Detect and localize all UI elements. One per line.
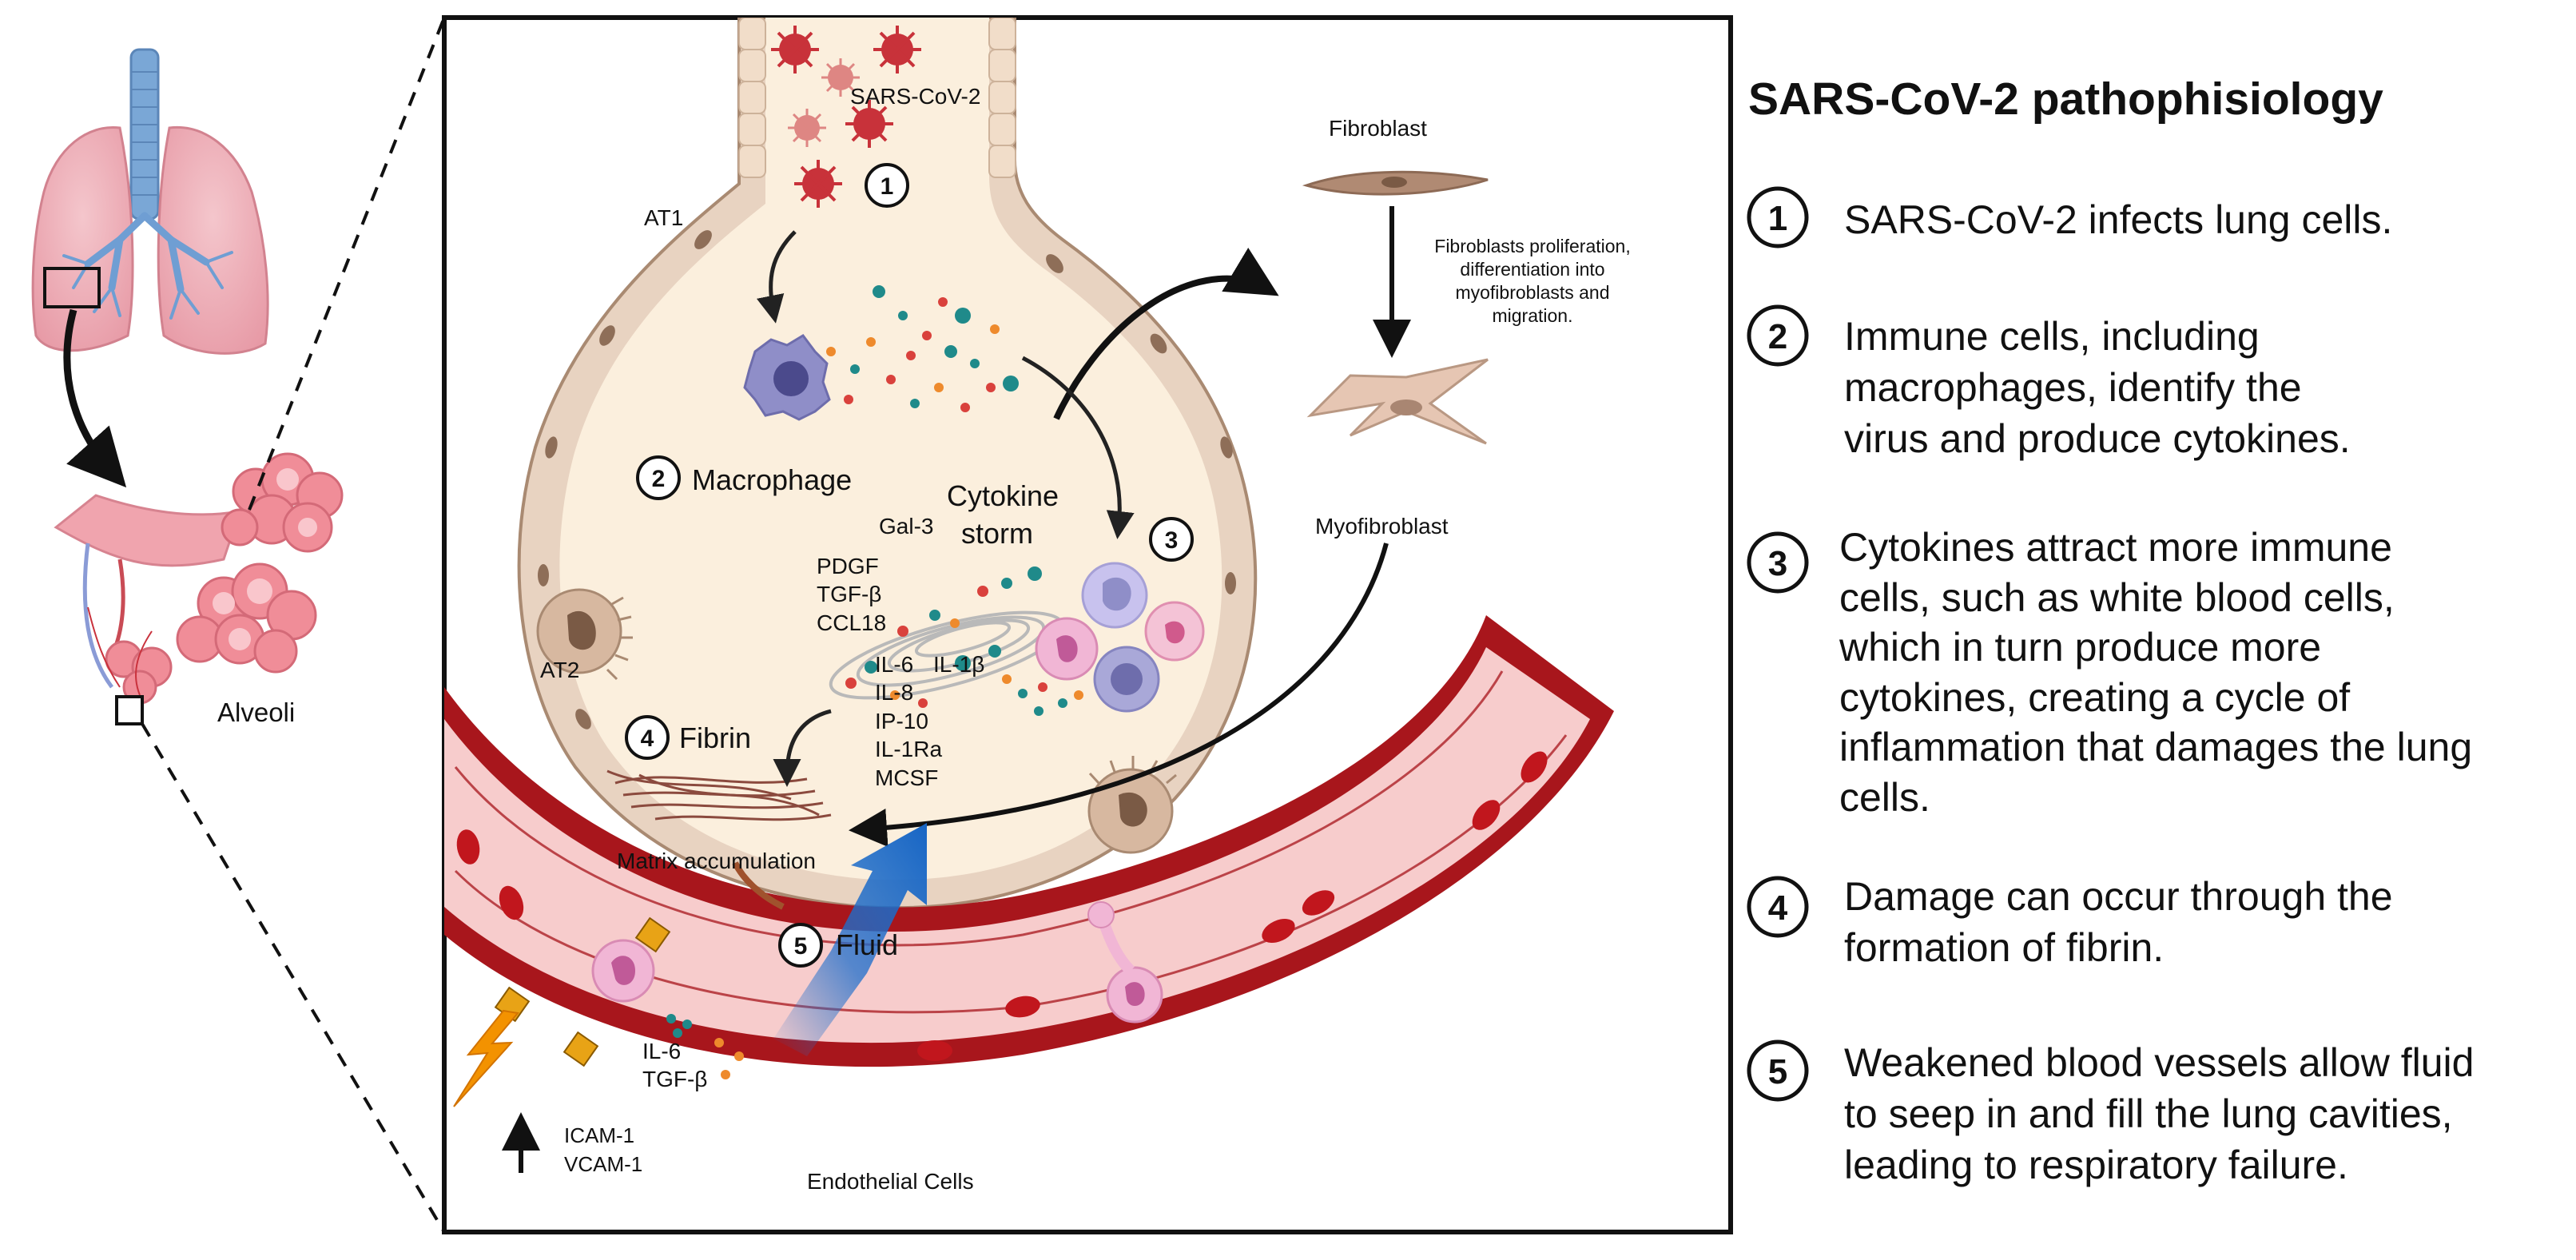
svg-text:IP-10: IP-10	[875, 709, 928, 733]
lightning-icon	[453, 1009, 519, 1107]
lung-illustration	[31, 48, 269, 355]
marker-1: 1	[865, 163, 909, 208]
svg-text:ICAM-1: ICAM-1	[564, 1123, 634, 1147]
myofibroblast-to-matrix-arrow	[849, 543, 1389, 847]
svg-text:cells, such as white blood cel: cells, such as white blood cells,	[1839, 575, 2395, 620]
marker-2: 2	[636, 455, 681, 500]
immune-cells	[1035, 562, 1205, 713]
svg-text:TGF-β: TGF-β	[817, 582, 881, 606]
svg-text:TGF-β: TGF-β	[642, 1067, 707, 1091]
airway-epithelium	[738, 18, 1016, 178]
released-cytokines	[826, 285, 1019, 412]
svg-text:differentiation into: differentiation into	[1460, 259, 1604, 280]
svg-text:inflammation that damages the: inflammation that damages the lung	[1839, 725, 2472, 769]
svg-text:cytokines, creating a cycle of: cytokines, creating a cycle of	[1839, 675, 2350, 720]
fluid-arrow	[773, 823, 927, 1056]
storm-to-fibrin-arrow	[773, 709, 832, 787]
svg-text:IL-1Ra: IL-1Ra	[875, 737, 942, 761]
marker-5: 5	[778, 923, 823, 968]
svg-text:SARS-CoV-2 infects lung cells: SARS-CoV-2 infects lung cells.	[1844, 197, 2392, 242]
at2-cell-lower	[1087, 756, 1177, 854]
svg-text:IL-1β: IL-1β	[933, 652, 984, 677]
red-blood-cells	[456, 751, 1548, 1061]
svg-text:3: 3	[1768, 544, 1787, 583]
gal3-label: Gal-3	[879, 514, 933, 539]
at1-label: AT1	[644, 205, 683, 230]
fibroblast-process-text: Fibroblasts proliferation, differentiati…	[1434, 236, 1630, 326]
svg-text:1: 1	[1768, 199, 1787, 238]
fibrin-strands	[606, 769, 832, 910]
cytokine-to-fibroblast-arrow	[1053, 247, 1279, 420]
svg-text:PDGF: PDGF	[817, 554, 879, 578]
bronchiole-alveoli-illustration	[54, 452, 344, 725]
svg-text:5: 5	[1768, 1052, 1787, 1091]
svg-text:macrophages, identify the: macrophages, identify the	[1844, 365, 2302, 410]
at2-cell	[536, 588, 633, 681]
svg-text:2: 2	[652, 466, 666, 492]
svg-text:which in turn produce more: which in turn produce more	[1839, 625, 2321, 670]
vessel-cytokines-dots	[666, 1014, 744, 1079]
fibrin-label: Fibrin	[679, 721, 751, 754]
svg-text:2: 2	[1768, 317, 1787, 356]
svg-text:formation of fibrin.: formation of fibrin.	[1844, 925, 2164, 970]
svg-text:4: 4	[1768, 888, 1788, 928]
marker-3: 3	[1149, 517, 1194, 562]
svg-text:leading to respiratory failure: leading to respiratory failure.	[1844, 1143, 2348, 1187]
svg-text:Weakened blood vessels allow f: Weakened blood vessels allow fluid	[1844, 1040, 2474, 1085]
svg-text:cells.: cells.	[1839, 775, 1930, 820]
vessel-cytokine-list: IL-6 TGF-β	[642, 1039, 707, 1091]
svg-text:virus and produce cytokines.: virus and produce cytokines.	[1844, 416, 2351, 461]
alveoli-label: Alveoli	[217, 698, 295, 727]
cytokine-storm-label-2: storm	[961, 517, 1033, 550]
svg-text:Immune cells, including: Immune cells, including	[1844, 314, 2260, 359]
myofibroblast-label: Myofibroblast	[1315, 514, 1449, 539]
matrix-label: Matrix accumulation	[617, 849, 816, 873]
legend-title: SARS-CoV-2 pathophisiology	[1748, 74, 2383, 125]
storm-cytokines	[845, 566, 1083, 716]
infection-arrow	[756, 230, 797, 324]
alveoli-zoom-box	[115, 695, 144, 725]
macrophage-label: Macrophage	[692, 463, 852, 496]
legend-step-3: 3 Cytokines attract more immune cells, s…	[1747, 525, 2472, 820]
svg-text:IL-6: IL-6	[875, 652, 913, 677]
cytokine-storm-swirl	[829, 610, 1065, 700]
svg-text:CCL18: CCL18	[817, 610, 886, 635]
legend-step-2: 2 Immune cells, including macrophages, i…	[1747, 304, 2351, 461]
svg-text:VCAM-1: VCAM-1	[564, 1152, 642, 1176]
fibroblast-label: Fibroblast	[1329, 116, 1427, 141]
svg-text:4: 4	[641, 725, 654, 752]
at2-label: AT2	[540, 658, 579, 682]
lung-zoom-box	[43, 267, 101, 308]
svg-text:MCSF: MCSF	[875, 765, 938, 790]
svg-text:IL-6: IL-6	[642, 1039, 681, 1063]
zoom-arrow	[63, 308, 127, 488]
svg-text:1: 1	[881, 173, 894, 200]
virus-label: SARS-CoV-2	[850, 84, 980, 109]
center-cytokine-list: IL-6 IL-1β IL-8 IP-10 IL-1Ra MCSF	[875, 652, 984, 790]
svg-text:Cytokines attract more immune: Cytokines attract more immune	[1839, 525, 2392, 570]
cytokine-attraction-arrow	[1021, 356, 1135, 539]
svg-text:migration.: migration.	[1493, 305, 1573, 326]
macrophage-cell	[743, 334, 831, 421]
marker-4: 4	[625, 715, 670, 760]
legend-step-4: 4 Damage can occur through the formation…	[1747, 874, 2393, 970]
svg-text:5: 5	[794, 933, 808, 960]
virus-particles	[771, 26, 921, 208]
svg-text:3: 3	[1165, 527, 1179, 554]
svg-text:Fibroblasts proliferation,: Fibroblasts proliferation,	[1434, 236, 1630, 256]
svg-text:IL-8: IL-8	[875, 680, 913, 705]
blood-vessel-lumen	[444, 647, 1590, 1043]
svg-text:to seep in and fill the lung c: to seep in and fill the lung cavities,	[1844, 1091, 2453, 1136]
adhesion-molecule-list: ICAM-1 VCAM-1	[564, 1123, 642, 1176]
vessel-white-blood-cells	[591, 901, 1163, 1024]
endothelial-label: Endothelial Cells	[807, 1169, 974, 1194]
cytokine-storm-label-1: Cytokine	[947, 479, 1059, 512]
svg-text:Damage can occur through the: Damage can occur through the	[1844, 874, 2393, 919]
legend-step-5: 5 Weakened blood vessels allow fluid to …	[1747, 1039, 2474, 1187]
legend-step-1: 1 SARS-CoV-2 infects lung cells.	[1747, 186, 2392, 248]
fluid-label: Fluid	[836, 928, 898, 961]
svg-text:myofibroblasts and: myofibroblasts and	[1455, 282, 1609, 303]
left-cytokine-list: PDGF TGF-β CCL18	[817, 554, 886, 635]
